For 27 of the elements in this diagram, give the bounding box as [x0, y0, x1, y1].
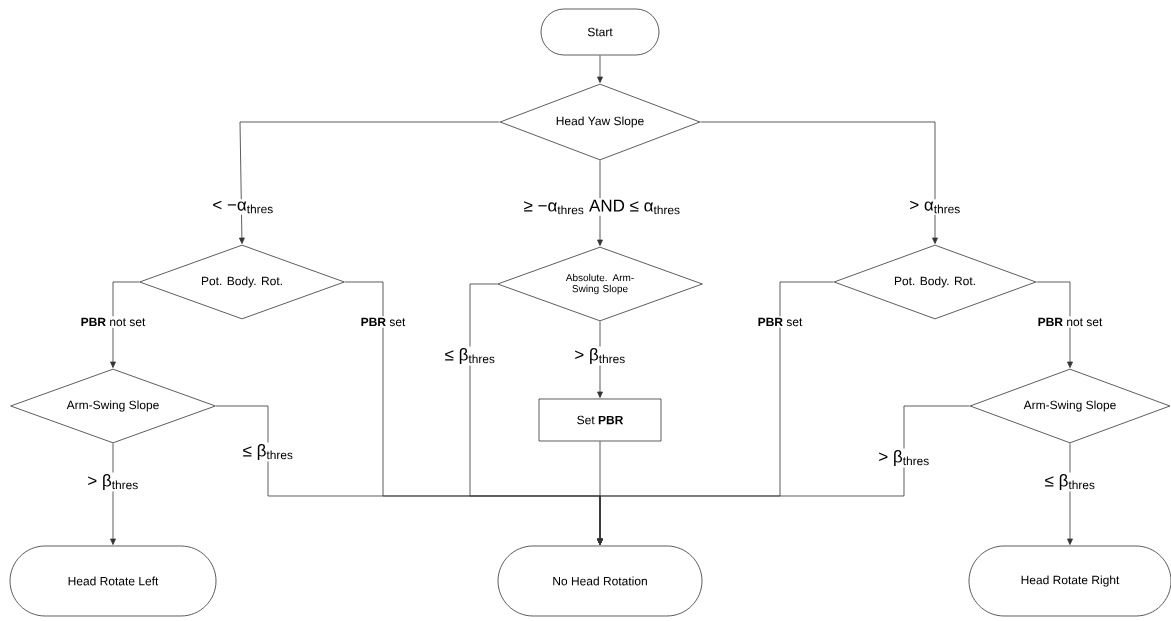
- edge-label: < −α$_{thres}$: [210, 199, 276, 215]
- terminal-box: Head Rotate Left: [9, 545, 217, 617]
- arrow: [700, 121, 938, 244]
- arrow: [1067, 443, 1073, 545]
- terminal-box: Start: [540, 8, 660, 56]
- process-box: Set PBR: [538, 398, 662, 442]
- arrow: [597, 405, 970, 545]
- edge-label: > α$_{thres}$: [907, 199, 963, 215]
- edge-label: ≤ β$_{thres}$: [241, 442, 295, 462]
- edge-label: ≤ β$_{thres}$: [1043, 472, 1097, 492]
- edge-label: > β$_{thres}$: [876, 448, 932, 468]
- terminal-box: Head Rotate Right: [968, 545, 1171, 617]
- edge-label: PBR not set: [1036, 316, 1104, 328]
- edge-label: PBR not set: [79, 316, 147, 328]
- arrow: [597, 160, 603, 246]
- terminal-box: No Head Rotation: [497, 545, 703, 617]
- arrow: [1036, 281, 1073, 368]
- arrow: [239, 121, 500, 244]
- edge-label: PBR set: [359, 316, 407, 328]
- edge-label: PBR set: [756, 316, 804, 328]
- arrow: [110, 443, 116, 545]
- edge-label: > β$_{thres}$: [85, 472, 141, 492]
- edge-label: > β$_{thres}$: [572, 346, 628, 366]
- arrow: [110, 281, 140, 368]
- arrow: [597, 55, 603, 83]
- edge-label: ≥ −α$_{thres}$ AND ≤ α$_{thres}$: [522, 198, 682, 216]
- edge-label: ≤ β$_{thres}$: [443, 346, 497, 366]
